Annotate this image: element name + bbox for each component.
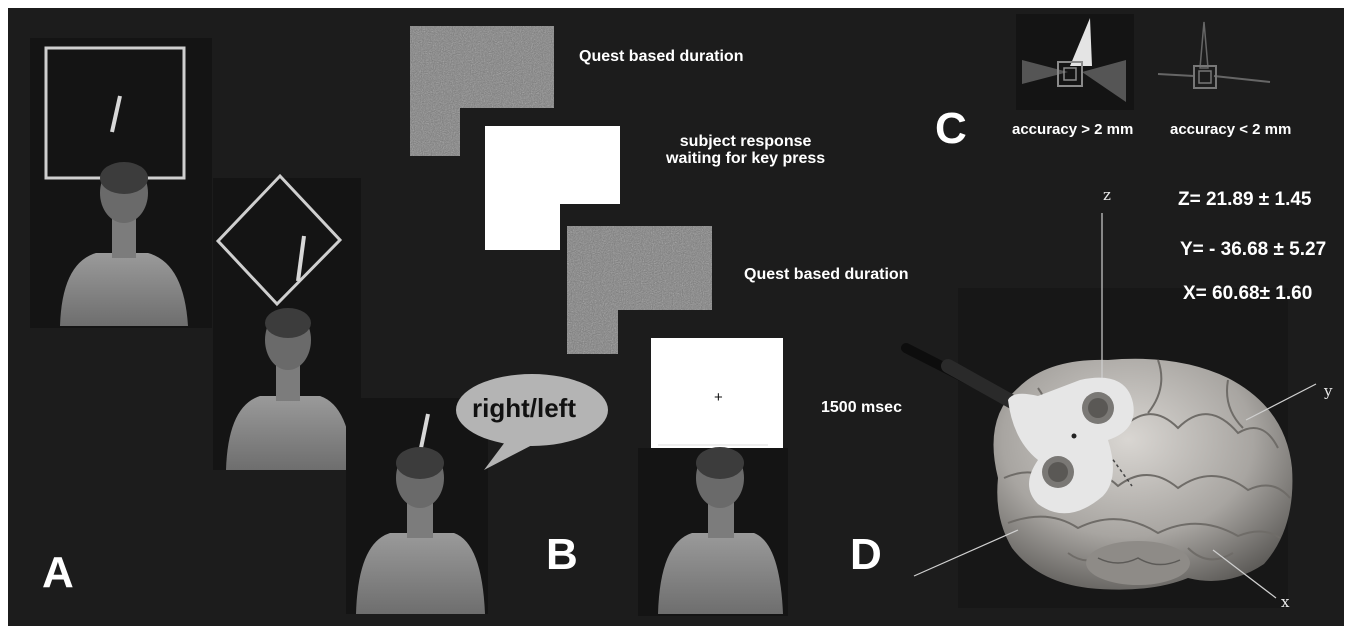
- trial-step-2-caption: subject response waiting for key press: [666, 133, 825, 167]
- brain-render: [958, 288, 1293, 608]
- trial-step-4-caption: 1500 msec: [821, 399, 902, 416]
- accuracy-under-caption: accuracy < 2 mm: [1170, 121, 1292, 138]
- panel-label-b: B: [546, 530, 578, 579]
- accuracy-icon-under: [1157, 21, 1271, 89]
- upright-rod: [110, 95, 122, 133]
- coordinate-y: Y= - 36.68 ± 5.27: [1180, 239, 1327, 260]
- trial-screen-4-fixation: [651, 338, 783, 464]
- axis-label-x: x: [1281, 593, 1290, 611]
- figure-drawing: [30, 14, 1317, 616]
- response-rod: [419, 413, 430, 449]
- panel-a-person-tilted: [213, 173, 361, 470]
- trial-screen-3-noise: [567, 226, 712, 354]
- coordinate-x: X= 60.68± 1.60: [1183, 283, 1313, 304]
- accuracy-icon-over: [1016, 14, 1134, 110]
- trial-screen-1-noise: [410, 26, 554, 156]
- trial-step-1-caption: Quest based duration: [579, 48, 744, 65]
- panel-b-person-fixation: [638, 447, 788, 616]
- figure-canvas: A B C D Quest based duration subject res…: [8, 8, 1344, 626]
- panel-label-d: D: [850, 530, 882, 579]
- panel-label-a: A: [42, 548, 74, 597]
- trial-screen-2-response: [485, 126, 620, 250]
- panel-label-c: C: [935, 104, 967, 153]
- trial-step-3-caption: Quest based duration: [744, 266, 909, 283]
- tilted-frame: [215, 173, 343, 307]
- axis-label-z: z: [1103, 186, 1111, 204]
- speech-bubble-text: right/left: [472, 393, 576, 423]
- panel-b-person-response: [346, 398, 488, 614]
- speech-bubble: [456, 374, 608, 470]
- panel-a-person-upright: [30, 38, 212, 328]
- accuracy-over-caption: accuracy > 2 mm: [1012, 121, 1134, 138]
- trial-step-2-line-1: subject response: [679, 133, 812, 150]
- fixation-cross: +: [714, 389, 723, 406]
- trial-step-2-line-2: waiting for key press: [666, 150, 826, 167]
- coordinate-z: Z= 21.89 ± 1.45: [1178, 189, 1312, 210]
- tms-coil: [901, 343, 1134, 514]
- axis-label-y: y: [1324, 382, 1333, 400]
- tilted-rod: [296, 235, 306, 282]
